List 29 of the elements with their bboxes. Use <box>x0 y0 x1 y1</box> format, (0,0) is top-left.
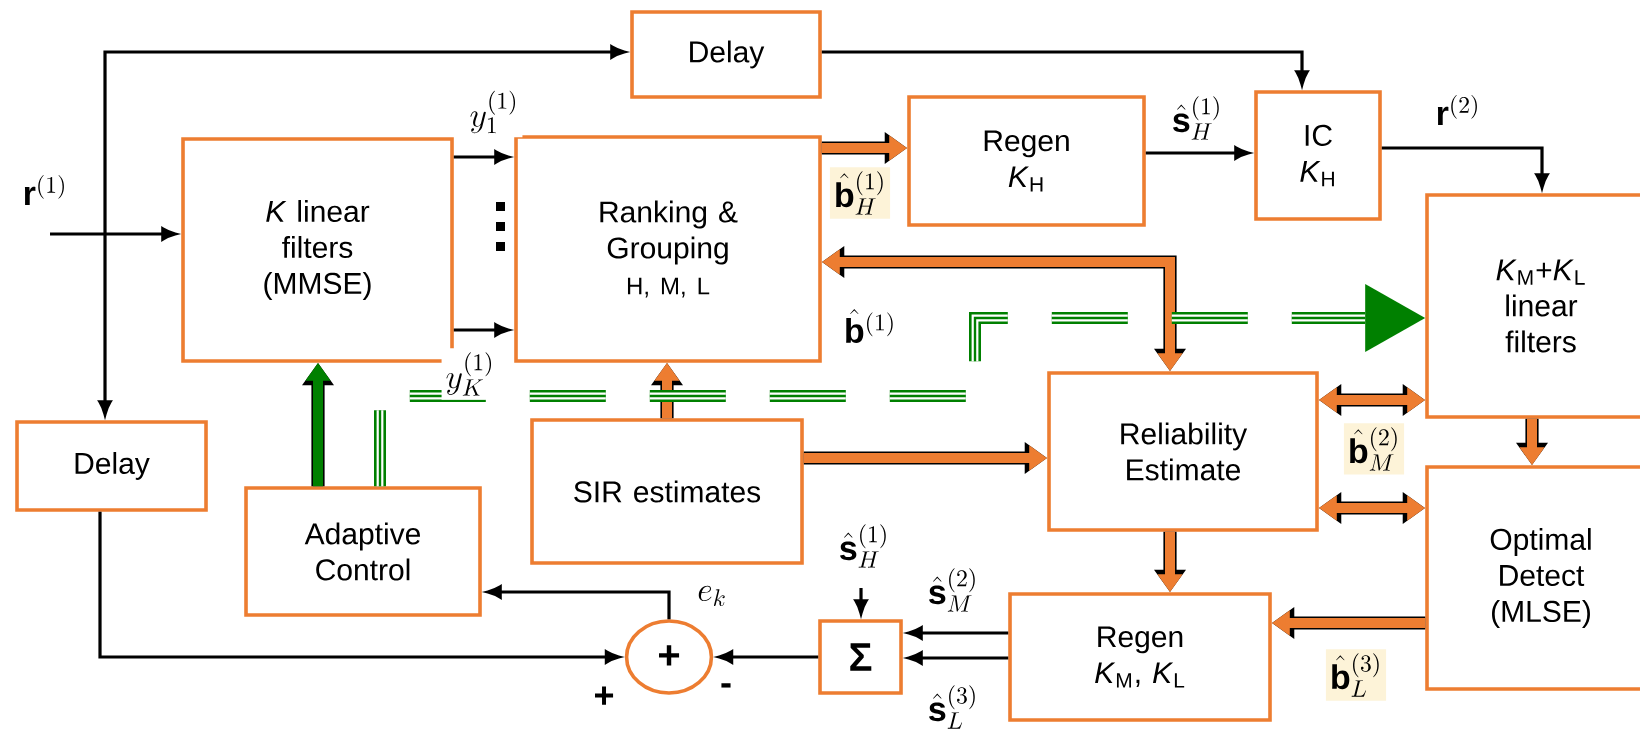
edge-label: $\hat{\mathbf{b}}_H^{(1)}$ <box>829 167 891 219</box>
edge-label: $\mathbf{r}^{(1)}$ <box>18 170 72 210</box>
process-box: SIR estimates <box>530 418 804 565</box>
edge-label: $e_k$ <box>693 582 731 610</box>
process-box: Regen K$_{M}$, K$_{L}$ <box>1008 592 1272 722</box>
process-box: Regen K$_{H}$ <box>907 95 1146 227</box>
edge-label: $\hat{\mathbf{s}}_L^{(3)}$ <box>923 681 983 733</box>
sign-label: - <box>721 683 731 688</box>
process-box: Ranking & Grouping H, M, L <box>514 135 822 363</box>
summing-junction: + <box>624 619 714 695</box>
edge-label: $\mathbf{r}^{(2)}$ <box>1431 90 1485 130</box>
edge-label: $\hat{\mathbf{s}}_H^{(1)}$ <box>834 520 894 572</box>
edge-label: $\hat{\mathbf{b}}^{(1)}$ <box>839 305 901 347</box>
summation-box: Σ <box>818 619 903 695</box>
edge-label: $y_K^{(1)}$ <box>441 348 499 400</box>
process-box: Adaptive Control <box>244 486 482 617</box>
process-box: IC K$_{H}$ <box>1254 90 1382 221</box>
process-box: Reliability Estimate <box>1047 371 1319 532</box>
edge-label: $\hat{\mathbf{s}}_H^{(1)}$ <box>1167 92 1227 144</box>
edge-label: $\hat{\mathbf{b}}_L^{(3)}$ <box>1325 649 1387 701</box>
process-box: K linear filters (MMSE) <box>181 137 454 363</box>
process-box: Optimal Detect (MLSE) <box>1425 465 1640 691</box>
sign-label: + <box>595 686 614 705</box>
edge-label: $\hat{\mathbf{b}}_M^{(2)}$ <box>1343 423 1405 475</box>
edge-label: $\hat{\mathbf{s}}_M^{(2)}$ <box>923 564 983 616</box>
process-box: K$_{M}$+K$_{L}$ linear filters <box>1425 193 1640 419</box>
process-box: Delay <box>630 10 822 99</box>
edge-label: $y_1^{(1)}$ <box>465 86 523 138</box>
process-box: Delay <box>15 420 208 512</box>
